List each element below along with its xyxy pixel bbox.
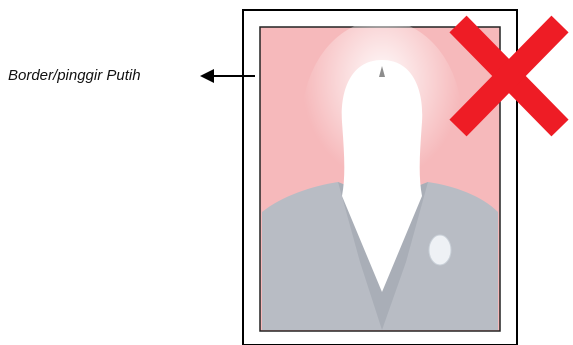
- hijab-silhouette: [341, 60, 423, 292]
- x-mark-icon: [449, 15, 569, 137]
- hijab-pin: [379, 66, 385, 77]
- brooch: [428, 234, 452, 266]
- annotation-label: Border/pinggir Putih: [8, 67, 141, 84]
- arrow-left-icon: [200, 69, 214, 83]
